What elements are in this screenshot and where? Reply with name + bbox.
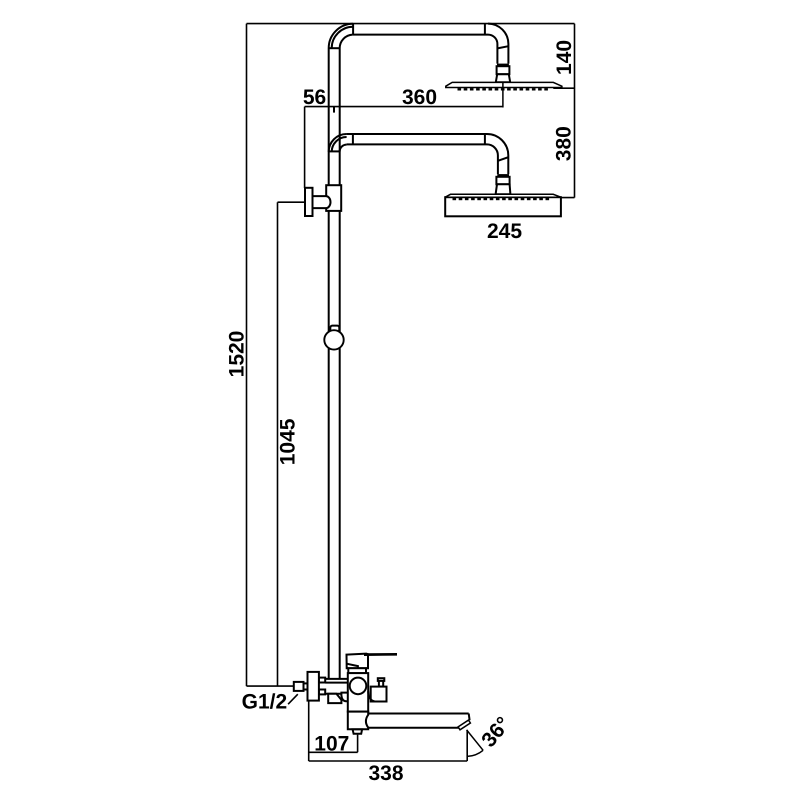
svg-text:1520: 1520 — [226, 331, 249, 378]
svg-text:107: 107 — [314, 732, 349, 755]
svg-text:360: 360 — [402, 86, 437, 109]
svg-text:140: 140 — [553, 40, 576, 75]
svg-text:245: 245 — [487, 220, 522, 243]
svg-text:1045: 1045 — [277, 418, 300, 465]
svg-text:338: 338 — [368, 762, 403, 785]
svg-text:380: 380 — [553, 126, 576, 161]
svg-text:56: 56 — [303, 86, 326, 109]
svg-text:G1/2: G1/2 — [242, 690, 288, 713]
